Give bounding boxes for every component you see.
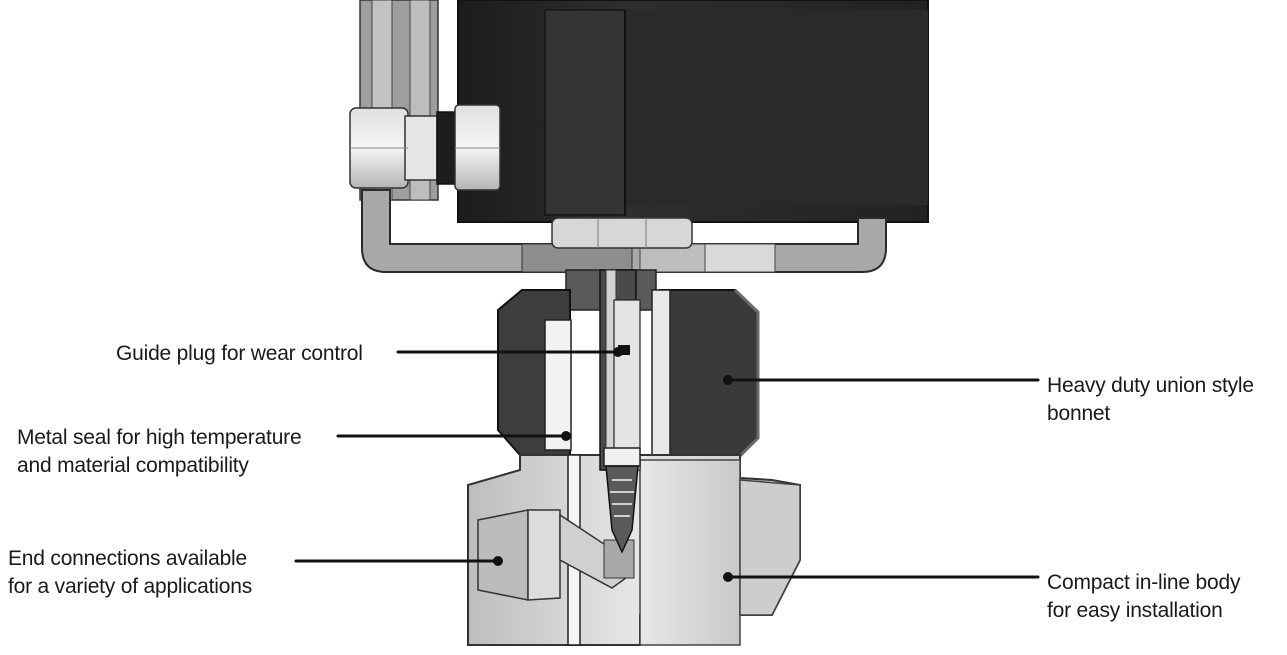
actuator-housing [457,0,929,223]
callout-metal-seal-line2: and material compatibility [17,454,249,477]
coupling-nut [551,217,693,249]
callout-guide-plug-line1: Guide plug for wear control [116,342,363,365]
callout-metal-seal-line1: Metal seal for high temperature [17,426,302,449]
callout-bonnet-line1: Heavy duty union style [1047,374,1254,397]
leader-lines [294,350,1040,579]
bracket-fitting [349,104,501,191]
leader-dots [493,347,733,582]
callout-end-connections: End connections available for a variety … [8,545,252,601]
callout-bonnet-line2: bonnet [1047,402,1111,425]
union-bonnet [497,288,760,461]
callout-guide-plug: Guide plug for wear control [116,340,363,368]
callout-body-line1: Compact in-line body [1047,571,1241,594]
callout-end-connections-line2: for a variety of applications [8,575,252,598]
valve-body [467,454,801,646]
callout-end-connections-line1: End connections available [8,547,248,570]
callout-body: Compact in-line body for easy installati… [1047,569,1240,625]
callout-body-line2: for easy installation [1047,599,1223,622]
callout-metal-seal: Metal seal for high temperature and mate… [17,424,302,480]
stem-and-guide-plug [599,269,641,554]
callout-bonnet: Heavy duty union style bonnet [1047,372,1254,428]
